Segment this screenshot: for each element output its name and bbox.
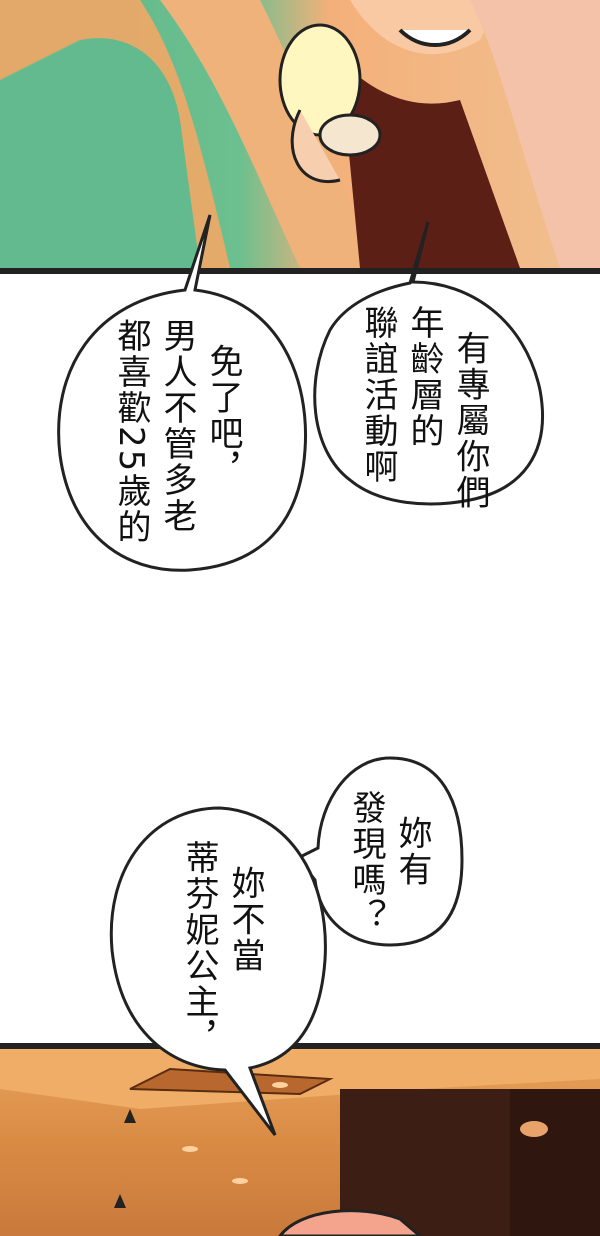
- bottom-panel-illustration: [0, 1043, 600, 1236]
- bubble-age-group-text: 有專屬你們年齡層的聯誼活動啊: [355, 305, 539, 511]
- bubble-men-25-col-1: 免了吧，: [203, 343, 243, 488]
- bubble-age-group-col-2: 年齡層的: [404, 305, 444, 449]
- bubble-did-you-notice-col-1: 妳有: [392, 815, 432, 888]
- bubble-men-25-col-2: 男人不管多老: [157, 318, 197, 534]
- bottom-panel-art: [0, 1049, 600, 1236]
- top-panel-art: [0, 0, 600, 268]
- bubble-not-princess-shape: [109, 806, 327, 1136]
- bubble-not-princess-col-2: 蒂芬妮公主，: [179, 840, 219, 1056]
- bubble-age-group-col-3: 聯誼活動啊: [358, 305, 398, 485]
- bubble-men-25-text: 免了吧，男人不管多老都喜歡25歲的: [108, 318, 292, 545]
- bubble-did-you-notice-text: 妳有發現嗎？: [343, 790, 481, 934]
- bubble-age-group-shape: [313, 221, 545, 506]
- bubble-not-princess-col-1: 妳不當: [225, 865, 265, 974]
- bubble-not-princess-text: 妳不當蒂芬妮公主，: [176, 840, 314, 1056]
- bubble-did-you-notice-col-2: 發現嗎？: [346, 790, 386, 934]
- top-panel-illustration: [0, 0, 600, 274]
- bubble-men-25-col-3: 都喜歡25歲的: [111, 318, 151, 546]
- bubble-men-25-shape: [57, 214, 308, 572]
- bubble-did-you-notice-shape: [295, 756, 464, 947]
- bubble-age-group-col-1: 有專屬你們: [450, 330, 490, 511]
